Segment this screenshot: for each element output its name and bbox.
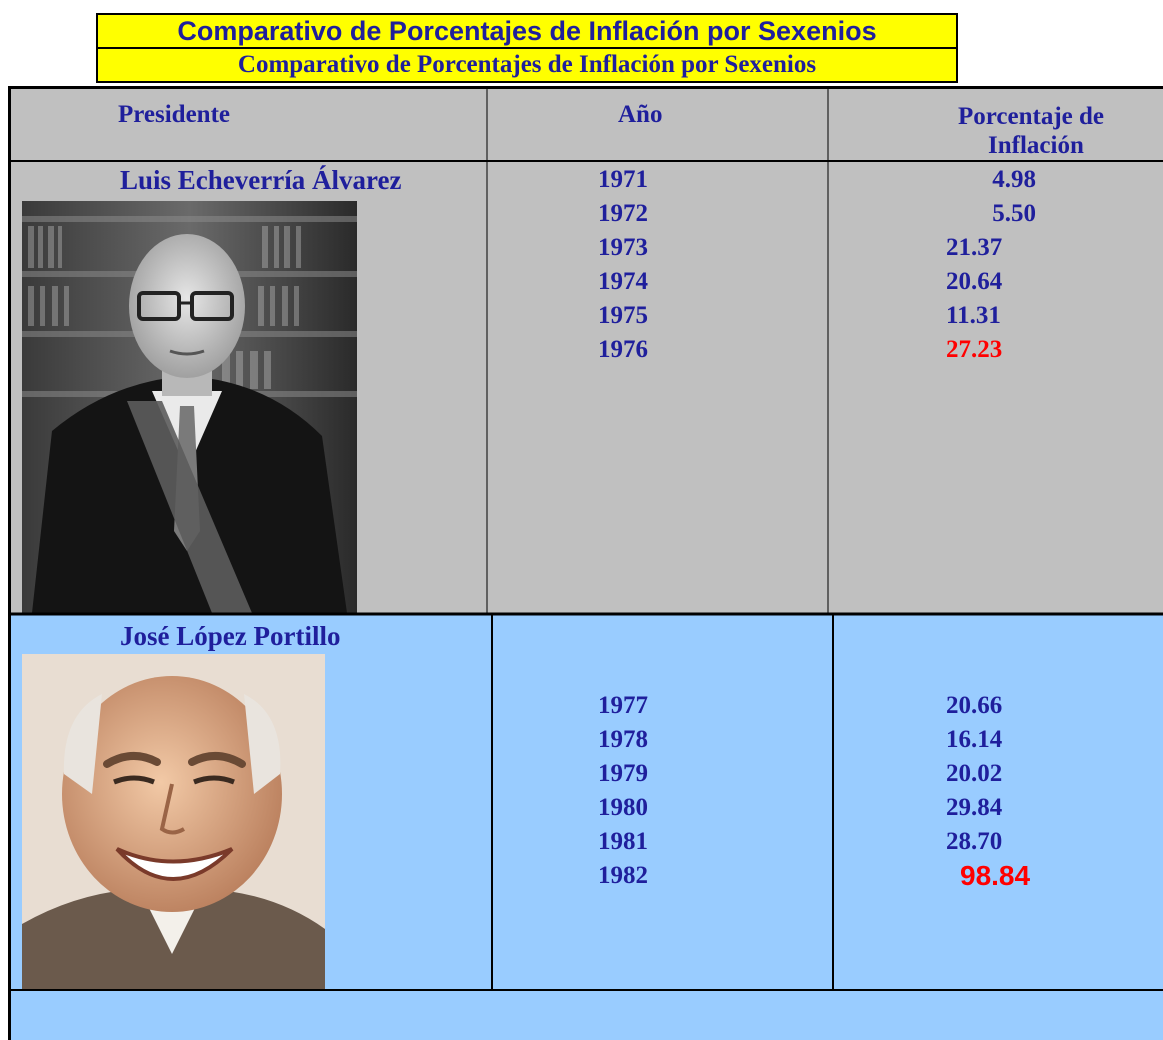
inflation-list-echeverria: 4.98 5.50 21.37 20.64 11.31 27.23 bbox=[946, 163, 1036, 367]
list-item: 1972 bbox=[598, 200, 648, 227]
years-list-lopez-portillo: 1977 1978 1979 1980 1981 1982 bbox=[598, 689, 648, 893]
list-item: 1973 bbox=[598, 234, 648, 261]
title-box: Comparativo de Porcentajes de Inflación … bbox=[96, 13, 958, 83]
list-item: 1981 bbox=[598, 828, 648, 855]
list-item: 16.14 bbox=[946, 726, 1003, 753]
list-item: 29.84 bbox=[946, 794, 1003, 821]
list-item: 1974 bbox=[598, 268, 648, 295]
table-row-lopez-portillo: José López Portillo bbox=[8, 614, 1163, 990]
list-item: 20.66 bbox=[946, 692, 1003, 719]
list-item: 1979 bbox=[598, 760, 648, 787]
header-inflation-1: Porcentaje de bbox=[958, 103, 1105, 130]
president-photo-lopez-portillo bbox=[22, 654, 325, 990]
list-item: 4.98 bbox=[992, 166, 1036, 193]
list-item-highlight: 27.23 bbox=[946, 336, 1003, 363]
president-photo-echeverria bbox=[22, 201, 357, 613]
president-name: José López Portillo bbox=[120, 621, 341, 651]
years-list-echeverria: 1971 1972 1973 1974 1975 1976 bbox=[598, 163, 648, 367]
list-item: 1980 bbox=[598, 794, 648, 821]
header-inflation-2: Inflación bbox=[988, 132, 1084, 159]
table-row-next bbox=[8, 990, 1163, 1040]
list-item: 1971 bbox=[598, 166, 648, 193]
list-item: 1982 bbox=[598, 862, 648, 889]
header-row: Presidente Año Porcentaje de Inflación bbox=[8, 86, 1163, 161]
list-item: 1978 bbox=[598, 726, 648, 753]
page-subtitle: Comparativo de Porcentajes de Inflación … bbox=[98, 49, 956, 81]
list-item: 11.31 bbox=[946, 302, 1001, 329]
list-item: 1977 bbox=[598, 692, 648, 719]
header-president: Presidente bbox=[118, 101, 231, 128]
list-item: 1975 bbox=[598, 302, 648, 329]
table-row-echeverria: Luis Echeverría Álvarez bbox=[8, 161, 1163, 614]
list-item: 20.64 bbox=[946, 268, 1003, 295]
inflation-table: Presidente Año Porcentaje de Inflación L… bbox=[8, 86, 1163, 1040]
president-name: Luis Echeverría Álvarez bbox=[120, 165, 402, 195]
header-year: Año bbox=[618, 101, 663, 128]
inflation-list-lopez-portillo: 20.66 16.14 20.02 29.84 28.70 98.84 bbox=[946, 689, 1030, 893]
list-item-highlight: 98.84 bbox=[960, 860, 1031, 891]
list-item: 21.37 bbox=[946, 234, 1003, 261]
list-item: 1976 bbox=[598, 336, 648, 363]
list-item: 28.70 bbox=[946, 828, 1003, 855]
list-item: 20.02 bbox=[946, 760, 1003, 787]
list-item: 5.50 bbox=[992, 200, 1036, 227]
page-title: Comparativo de Porcentajes de Inflación … bbox=[98, 15, 956, 49]
